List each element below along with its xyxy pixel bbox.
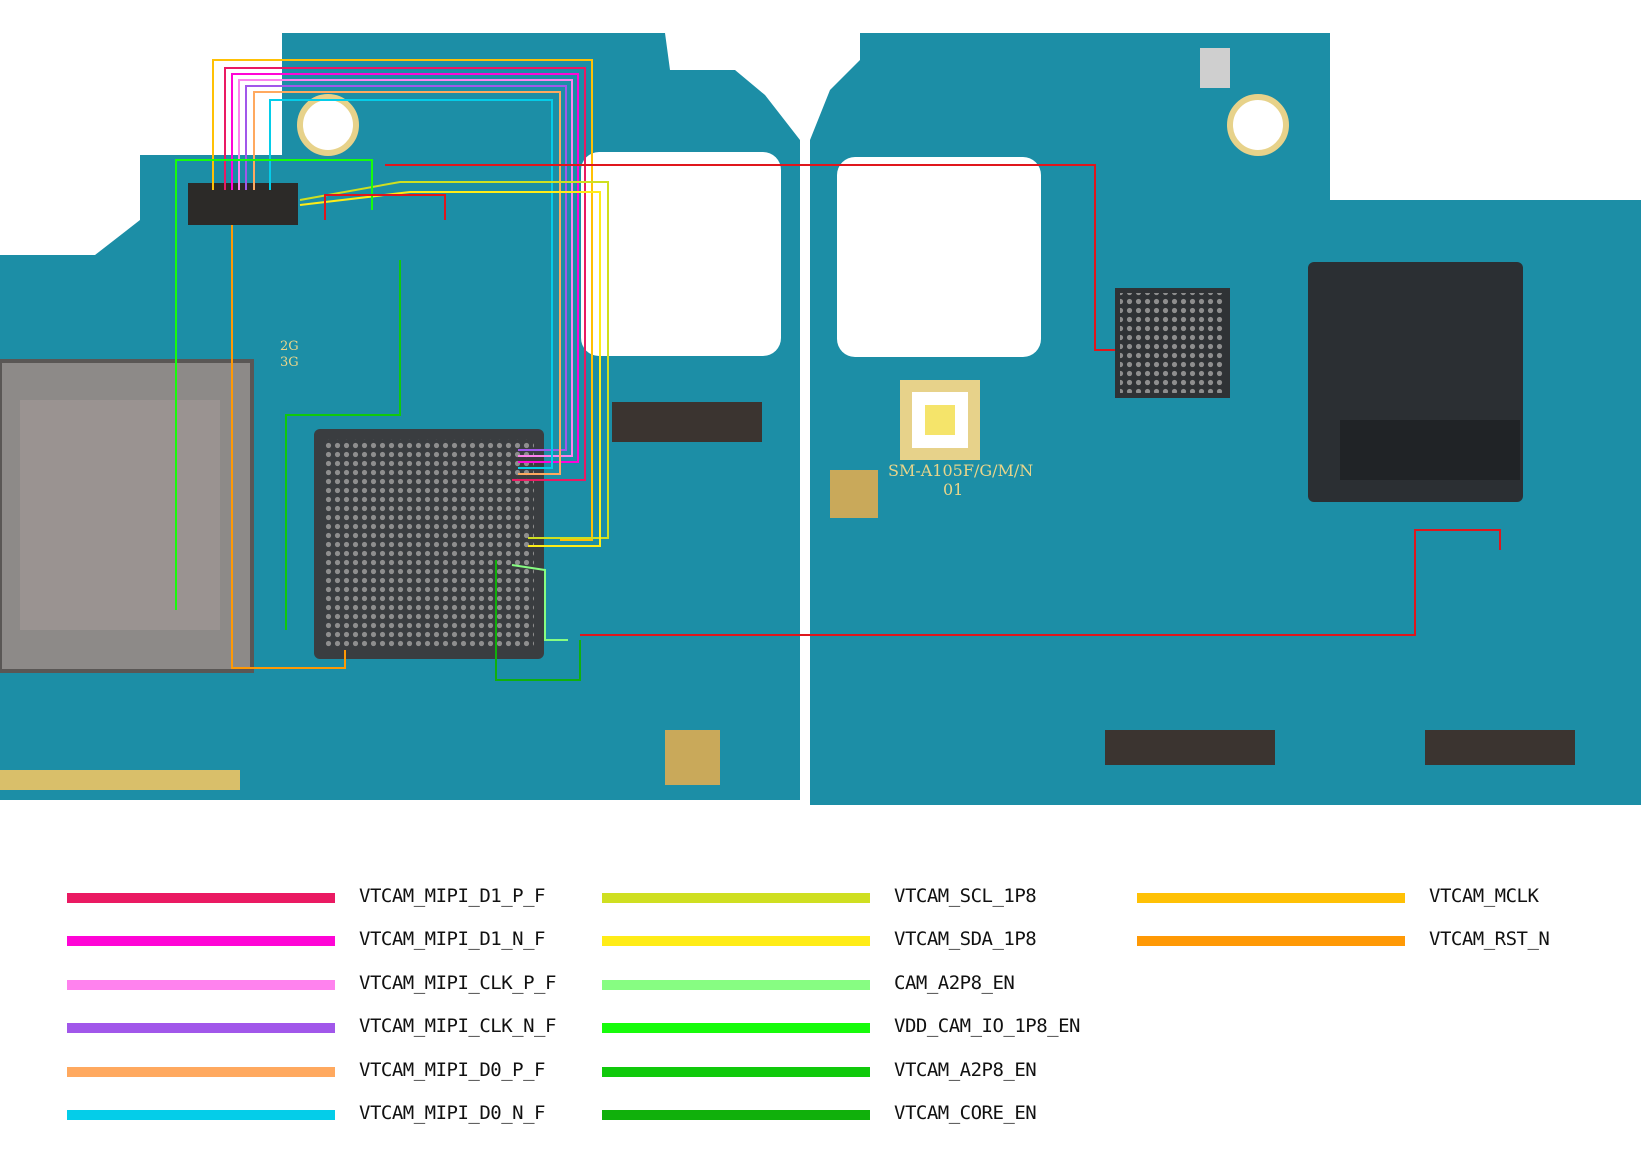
legend-swatch: [67, 1110, 335, 1120]
signal-trace: [231, 73, 579, 463]
model-label: SM-A105F/G/M/N: [888, 461, 1033, 480]
legend-label: CAM_A2P8_EN: [894, 972, 1015, 994]
mount-hole: [1227, 94, 1289, 156]
camera-connector: [188, 183, 298, 225]
signal-trace: [511, 564, 568, 641]
mount-hole: [297, 94, 359, 156]
signal-trace: [245, 85, 567, 451]
legend-label: VDD_CAM_IO_1P8_EN: [894, 1015, 1080, 1037]
signal-trace: [285, 260, 401, 630]
legend-label: VTCAM_SCL_1P8: [894, 885, 1037, 907]
signal-trace: [299, 181, 609, 539]
left-board: 2G 3G: [0, 33, 800, 800]
qr-code: [830, 470, 878, 518]
legend-swatch: [602, 893, 870, 903]
legend-label: VTCAM_MIPI_D0_N_F: [359, 1102, 545, 1124]
signal-trace: [299, 191, 601, 547]
legend-label: VTCAM_CORE_EN: [894, 1102, 1037, 1124]
legend-swatch: [67, 1023, 335, 1033]
legend-label: VTCAM_MIPI_D1_P_F: [359, 885, 545, 907]
signal-trace: [253, 91, 561, 475]
legend-swatch: [67, 1067, 335, 1077]
signal-trace: [231, 225, 346, 669]
legend-label: VTCAM_A2P8_EN: [894, 1059, 1037, 1081]
legend-swatch: [602, 1110, 870, 1120]
signal-trace: [238, 79, 573, 457]
band-label-3g: 3G: [280, 355, 299, 370]
trace-overlay: [175, 59, 1501, 681]
legend-swatch: [1137, 936, 1405, 946]
legend-label: VTCAM_MIPI_D0_P_F: [359, 1059, 545, 1081]
legend-swatch: [67, 980, 335, 990]
legend-swatch: [602, 1067, 870, 1077]
connector-bottom-right: [1425, 730, 1575, 765]
legend-swatch: [602, 936, 870, 946]
revision-label: 01: [943, 480, 963, 499]
legend-swatch: [1137, 893, 1405, 903]
signal-trace: [175, 159, 373, 610]
signal-trace: [269, 99, 553, 469]
signal-trace: [212, 59, 593, 541]
qr-code: [665, 730, 720, 785]
legend-label: VTCAM_MIPI_D1_N_F: [359, 928, 545, 950]
legend-swatch: [67, 936, 335, 946]
band-label-2g: 2G: [280, 339, 299, 354]
legend-label: VTCAM_RST_N: [1429, 928, 1550, 950]
pcb-board-diagram: 2G 3G SM-A105F/G/M/N 01: [0, 33, 1641, 805]
connector-left: [612, 402, 762, 442]
legend-swatch: [67, 893, 335, 903]
signal-trace: [224, 67, 586, 481]
signal-trace: [385, 164, 1115, 351]
connector-bottom: [1105, 730, 1275, 765]
legend-label: VTCAM_MCLK: [1429, 885, 1539, 907]
signal-trace: [324, 194, 446, 220]
signal-trace: [495, 560, 581, 681]
legend-label: VTCAM_MIPI_CLK_N_F: [359, 1015, 556, 1037]
legend-label: VTCAM_SDA_1P8: [894, 928, 1037, 950]
legend-swatch: [602, 980, 870, 990]
legend-swatch: [602, 1023, 870, 1033]
signal-trace: [580, 529, 1501, 636]
legend-label: VTCAM_MIPI_CLK_P_F: [359, 972, 556, 994]
right-board: SM-A105F/G/M/N 01: [810, 33, 1641, 805]
